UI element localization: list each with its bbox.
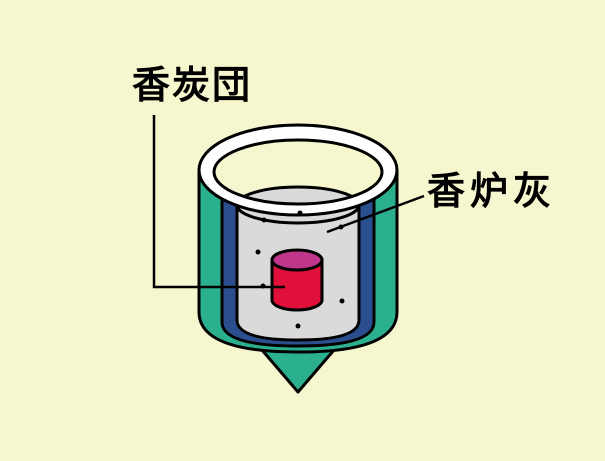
charcoal-top <box>270 248 324 272</box>
charcoal-label: 香炭団 <box>132 63 253 107</box>
ash-leader-line <box>326 194 425 234</box>
burner-bottom-point <box>260 348 336 394</box>
burner-rim <box>197 123 399 217</box>
charcoal-body <box>270 258 324 312</box>
charcoal-leader-line <box>152 115 285 289</box>
ash-label: 香炉灰 <box>427 169 557 213</box>
